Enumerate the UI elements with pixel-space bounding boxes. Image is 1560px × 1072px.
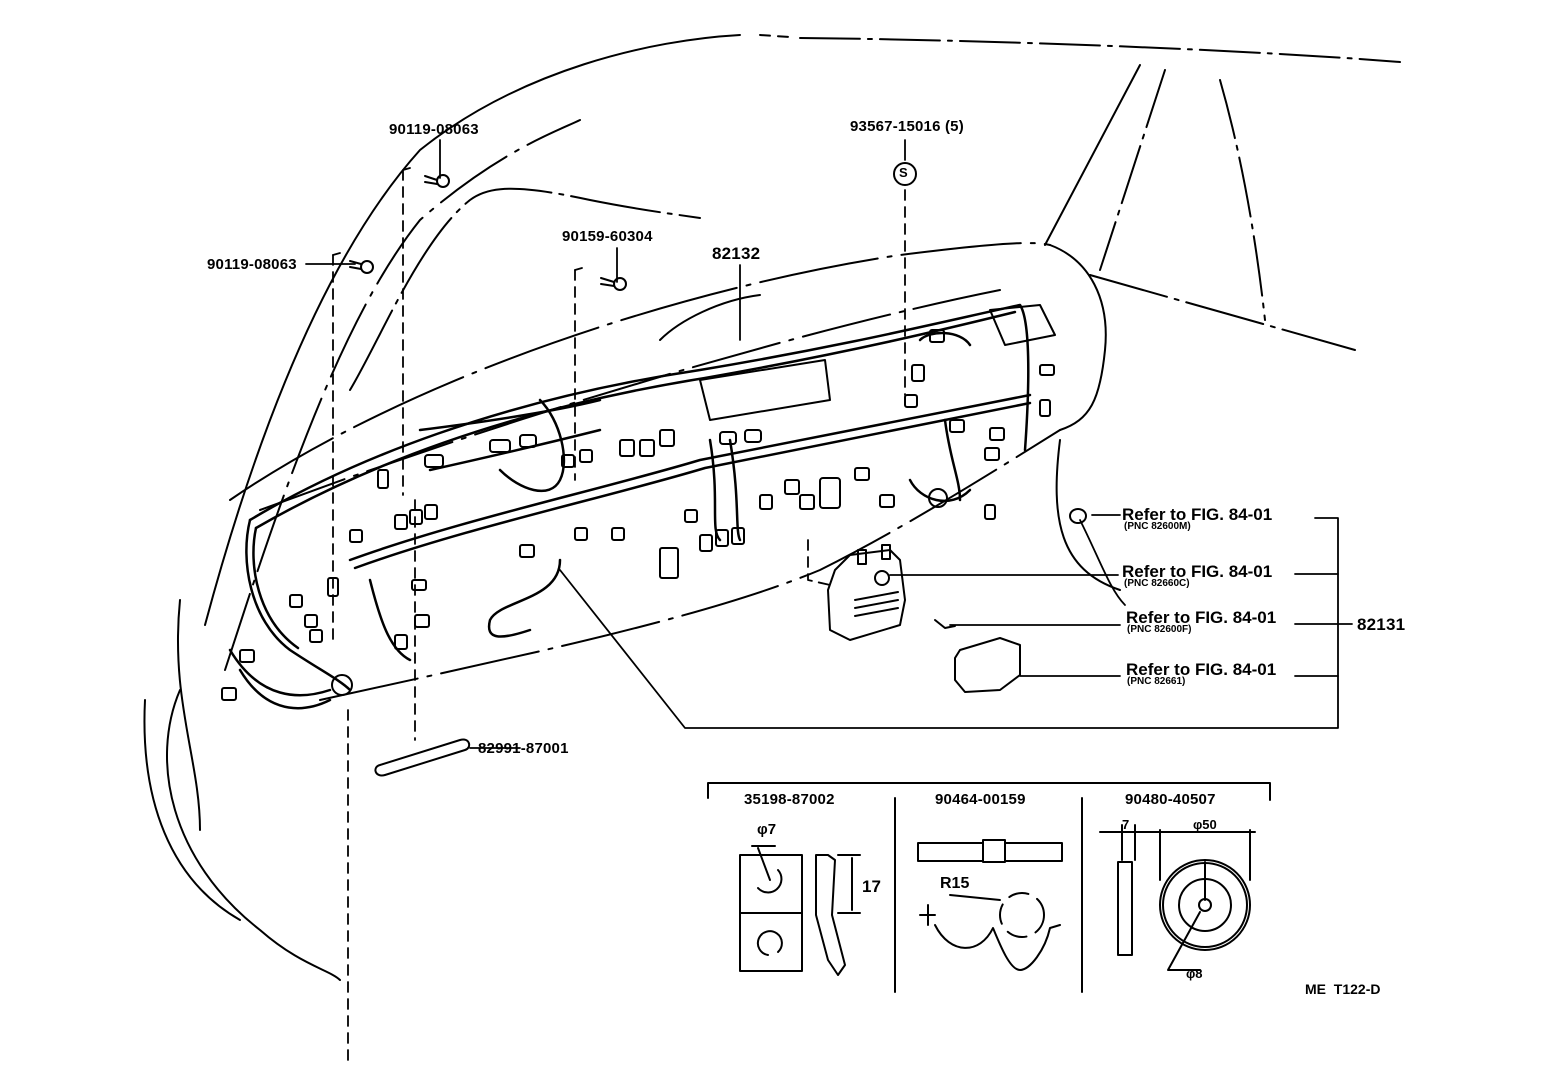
- reference-pnc-1: (PNC 82600M): [1124, 521, 1191, 532]
- connectors: [221, 329, 1055, 701]
- dimension-diameter-8: φ8: [1186, 966, 1203, 981]
- part-label-bolt-upper: 90119-08063: [389, 121, 479, 138]
- reference-pnc-2: (PNC 82660C): [1124, 578, 1190, 589]
- reference-pnc-3: (PNC 82600F): [1127, 624, 1192, 635]
- detail-clip-90464: [917, 839, 1063, 971]
- wiring-harness: [228, 303, 1032, 710]
- reference-text-1: Refer to FIG. 84-01: [1122, 505, 1273, 524]
- part-label-screw-s: 93567-15016 (5): [850, 118, 964, 135]
- reference-text-2: Refer to FIG. 84-01: [1122, 562, 1273, 581]
- body-outline: [143, 34, 1401, 981]
- figure-code: ME T122-D: [1305, 981, 1381, 997]
- reference-text-4: Refer to FIG. 84-01: [1126, 660, 1277, 679]
- dimension-diameter-50: φ50: [1193, 817, 1217, 832]
- leader-dash-ticks: [332, 167, 583, 271]
- fasteners: [349, 162, 1087, 524]
- reference-pnc-4: (PNC 82661): [1127, 676, 1186, 687]
- detail-part-number-1: 35198-87002: [744, 791, 835, 808]
- detail-part-number-3: 90480-40507: [1125, 791, 1216, 808]
- dimension-diameter-7: φ7: [757, 821, 777, 838]
- dashboard-outline: [229, 242, 1121, 701]
- part-label-assembly: 82131: [1357, 615, 1406, 634]
- part-label-bolt-left: 90119-08063: [207, 256, 297, 273]
- part-label-harness-main: 82132: [712, 244, 761, 263]
- part-label-sleeve: 82991-87001: [478, 740, 569, 757]
- detail-part-number-2: 90464-00159: [935, 791, 1026, 808]
- detail-clamp-35198: [739, 845, 861, 976]
- leader-lines: [305, 139, 1353, 749]
- reference-text-3: Refer to FIG. 84-01: [1126, 608, 1277, 627]
- part-label-screw: 90159-60304: [562, 228, 653, 245]
- dimension-height-17: 17: [862, 877, 881, 896]
- screw-s-symbol: S: [899, 165, 908, 180]
- detail-grommet-90480: [1099, 824, 1256, 971]
- junction-block: [827, 544, 1021, 693]
- leader-dashes: [332, 169, 906, 1061]
- dimension-width-7: 7: [1122, 817, 1130, 832]
- detail-panel-frame: [707, 782, 1271, 993]
- sleeve-part: [374, 738, 471, 777]
- dimension-radius-15: R15: [940, 875, 970, 892]
